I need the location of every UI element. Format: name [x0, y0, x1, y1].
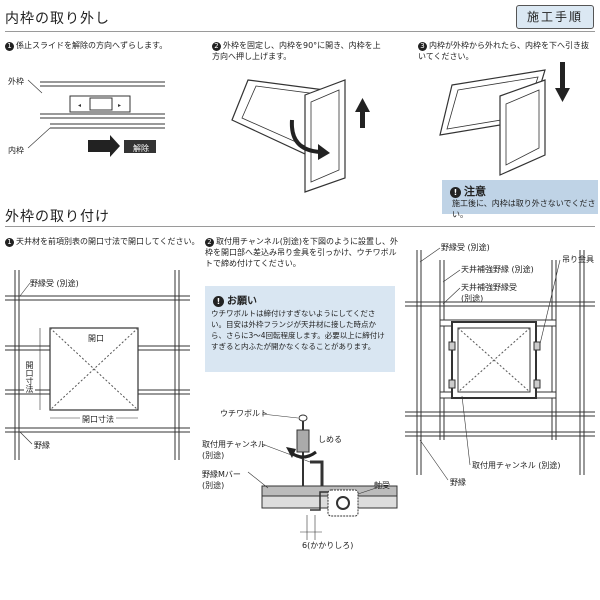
bolt-cross-section-diagram	[247, 413, 398, 540]
label-opening-dim: 開口寸法	[80, 414, 116, 425]
ceiling-opening-diagram	[5, 270, 190, 460]
step-text: 係止スライドを解除の方向へずらします。	[16, 41, 168, 50]
label-joist: 野縁	[34, 441, 50, 450]
step-number: 2	[205, 238, 214, 247]
label-bearing: 軸受	[374, 481, 390, 490]
svg-text:◂: ◂	[78, 102, 81, 109]
caution-body: 施工後に、内枠は取り外さないでください。	[452, 199, 596, 219]
label-channel-r: 取付用チャンネル (別途)	[472, 461, 561, 470]
section-title-removal: 内枠の取り外し	[5, 11, 110, 27]
label-hanger: 吊り金具	[562, 255, 594, 264]
step-number: 1	[5, 42, 14, 51]
label-uchiwa-bolt: ウチワボルト	[220, 409, 268, 418]
step-text: 外枠を固定し、内枠を90°に開き、内枠を上方向へ押し上げます。	[212, 41, 381, 61]
request-body: ウチワボルトは締付けすぎないようにしてください。目安は外枠フランジが天井材に接し…	[211, 309, 385, 351]
pull-out-inner-frame-diagram	[439, 62, 570, 176]
exclamation-icon: !	[213, 296, 224, 307]
caution-heading: !注意	[450, 183, 486, 199]
svg-text:▸: ▸	[118, 102, 121, 109]
exclamation-icon: !	[450, 187, 461, 198]
caution-box: !注意 施工後に、内枠は取り外さないでください。	[442, 180, 598, 219]
installed-frame-diagram	[405, 247, 595, 481]
label-joist-receiver-r: 野縁受 (別途)	[441, 243, 490, 252]
step-number: 3	[418, 42, 427, 51]
section-rule-install	[5, 226, 595, 227]
section-rule-top	[5, 31, 595, 32]
step-text: 内枠が外枠から外れたら、内枠を下へ引き抜いてください。	[418, 41, 589, 61]
section-title-install: 外枠の取り付け	[5, 209, 110, 225]
step-number: 2	[212, 42, 221, 51]
step-number: 1	[5, 238, 14, 247]
label-reinf-receiver: 天井補強野縁受 (別途)	[461, 283, 517, 303]
label-opening: 開口	[88, 334, 104, 343]
label-hook-length: 6(かかりしろ)	[302, 541, 354, 550]
open-inner-frame-diagram	[231, 79, 370, 193]
label-opening-dim-vertical: 開口寸法	[24, 361, 35, 393]
label-reinf-joist: 天井補強野縁 (別途)	[461, 265, 534, 274]
label-inner-frame: 内枠	[8, 146, 24, 155]
caution-title: 注意	[464, 185, 486, 198]
slide-release-diagram: ◂ ▸	[27, 79, 165, 157]
step-text: 天井材を前項別表の開口寸法で開口してください。	[16, 237, 200, 246]
label-outer-frame: 外枠	[8, 77, 24, 86]
label-release: 解除	[133, 144, 149, 153]
procedure-badge: 施工手順	[516, 5, 594, 29]
label-joist-receiver: 野縁受 (別途)	[30, 279, 79, 288]
step-text: 取付用チャンネル(別途)を下図のように設置し、外枠を開口部へ差込み吊り金具を引っ…	[205, 237, 398, 268]
request-title: お願い	[227, 296, 257, 307]
request-heading: !お願い	[213, 292, 257, 307]
request-note: !お願い ウチワボルトは締付けすぎないようにしてください。目安は外枠フランジが天…	[205, 286, 395, 372]
label-tighten: しめる	[318, 435, 342, 444]
label-channel: 取付用チャンネル (別途)	[202, 440, 266, 460]
label-mbar: 野縁Mバー (別途)	[202, 470, 241, 490]
label-joist-r: 野縁	[450, 478, 466, 487]
